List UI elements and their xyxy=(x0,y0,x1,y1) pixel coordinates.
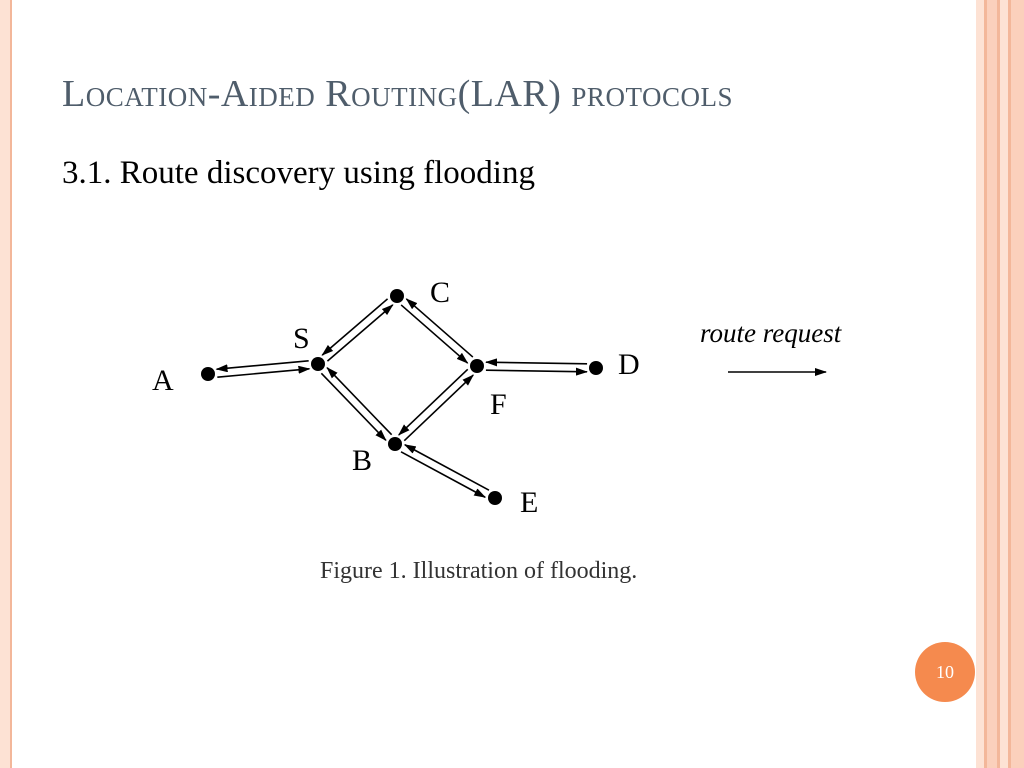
node-C xyxy=(390,289,404,303)
node-label-S: S xyxy=(293,322,310,355)
edge-D-F xyxy=(485,358,588,367)
page-number-badge: 10 xyxy=(915,642,975,702)
right-border-stripes xyxy=(976,0,1024,768)
edge-S-C xyxy=(326,304,394,362)
legend-label: route request xyxy=(700,318,843,348)
edge-F-D xyxy=(485,367,588,376)
slide-subtitle: 3.1. Route discovery using flooding xyxy=(62,155,535,191)
left-border-panel xyxy=(0,0,10,768)
edge-E-B xyxy=(403,444,490,491)
node-label-D: D xyxy=(618,348,640,381)
figure-caption: Figure 1. Illustration of flooding. xyxy=(320,558,638,584)
edge-S-B xyxy=(320,372,387,442)
node-S xyxy=(311,357,325,371)
node-B xyxy=(388,437,402,451)
edge-B-E xyxy=(400,451,487,498)
edge-C-F xyxy=(400,304,469,364)
edge-B-F xyxy=(403,374,474,442)
node-D xyxy=(589,361,603,375)
edge-A-S xyxy=(217,365,311,378)
nodes-layer: A S C F D B E xyxy=(152,276,640,519)
node-label-B: B xyxy=(352,444,372,477)
node-label-C: C xyxy=(430,276,450,309)
edge-F-C xyxy=(405,298,474,358)
node-label-E: E xyxy=(520,486,538,519)
node-F xyxy=(470,359,484,373)
edge-S-A xyxy=(215,360,309,373)
node-A xyxy=(201,367,215,381)
flooding-diagram: A S C F D B E route request xyxy=(152,276,843,519)
slide-title: Location-Aided Routing(LAR) protocols xyxy=(62,73,733,115)
edge-B-S xyxy=(326,366,393,436)
edge-F-B xyxy=(398,368,469,436)
node-label-A: A xyxy=(152,364,174,397)
edge-C-S xyxy=(321,298,389,356)
left-border-line xyxy=(10,0,12,768)
edges-layer xyxy=(215,298,588,498)
node-label-F: F xyxy=(490,388,507,421)
node-E xyxy=(488,491,502,505)
